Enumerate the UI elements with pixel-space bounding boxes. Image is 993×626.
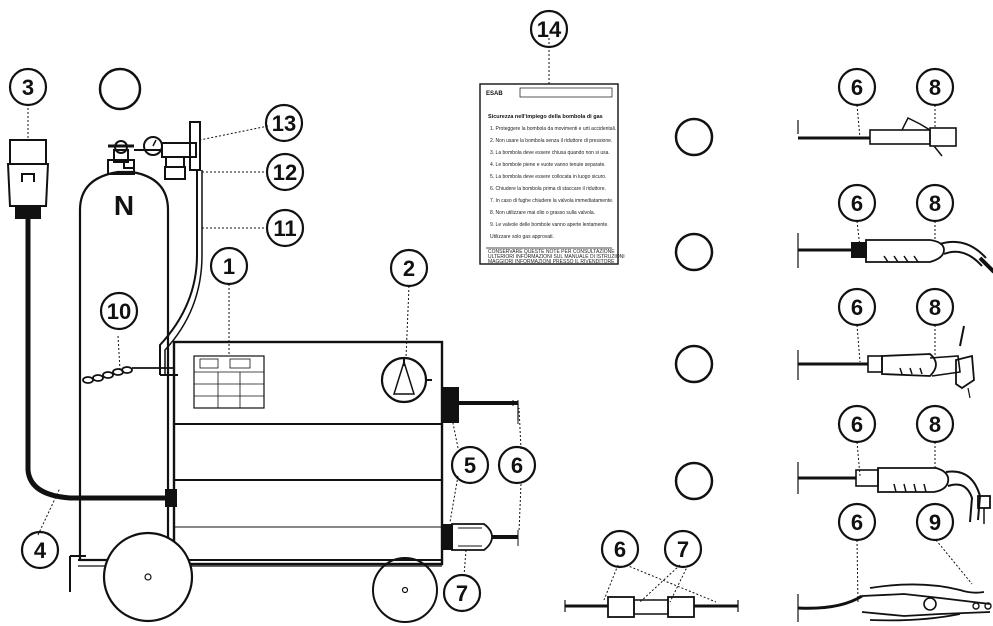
leaflet-item: 2. Non usare la bombola senza il ridutto… [490, 138, 612, 144]
pressure-regulator [123, 121, 201, 180]
callout-11: 11 [273, 216, 296, 241]
callout-2: 2 [403, 256, 415, 281]
callout-14: 14 [537, 17, 562, 42]
electrode-holder [797, 116, 957, 157]
mig-torch-2 [797, 462, 991, 524]
leaflet-logo: ESAB [486, 91, 503, 97]
callout-1: 1 [223, 254, 235, 279]
callout-row1-b: 8 [929, 75, 941, 100]
callout-13: 13 [272, 111, 296, 136]
leaflet-footer: CONSERVARE QUESTE NOTE PER CONSULTAZIONE [488, 249, 615, 255]
blank-symbol-circle [674, 461, 714, 501]
callout-row2-a: 6 [851, 191, 863, 216]
blank-symbol-circle [674, 344, 714, 384]
callout-row5-b: 9 [929, 510, 941, 535]
leaflet-title: Sicurezza nell'impiego della bombola di … [488, 114, 603, 120]
callout-row2-b: 8 [929, 191, 941, 216]
callout-6: 6 [511, 453, 523, 478]
callout-row5-a: 6 [851, 510, 863, 535]
callout-5: 5 [464, 453, 476, 478]
callout-row3-b: 8 [929, 295, 941, 320]
callout-4: 4 [34, 538, 47, 563]
callout-10: 10 [107, 299, 131, 324]
leaflet-item: 6. Chiudere la bombola prima di staccare… [490, 186, 606, 192]
leaflet-item: 9. Le valvole delle bombole vanno aperte… [490, 222, 609, 228]
callout-6-connector: 6 [614, 537, 626, 562]
tig-torch [797, 325, 975, 399]
cable-connector-detail [564, 564, 739, 618]
callout-row4-b: 8 [929, 412, 941, 437]
leaflet-item: 8. Non utilizzare mai olio o grasso sull… [490, 210, 595, 216]
cylinder-chain [82, 366, 175, 384]
output-terminal-top [441, 387, 459, 423]
leaflet-footer: ULTERIORI INFORMAZIONI SUL MANUALE DI IS… [488, 254, 625, 260]
trolley [69, 531, 442, 623]
callout-7-connector: 7 [677, 537, 689, 562]
mains-plug [6, 104, 50, 219]
leaflet-items: 1. Proteggere la bombola da movimenti e … [488, 126, 625, 265]
safety-leaflet [479, 83, 619, 265]
callout-row4-a: 6 [851, 412, 863, 437]
gas-cylinder [78, 140, 170, 562]
blank-symbol-circle [674, 232, 714, 272]
blank-symbol-circle [674, 117, 714, 157]
leaflet-item: 1. Proteggere la bombola da movimenti e … [490, 126, 616, 132]
gas-hose [159, 170, 198, 375]
mig-torch [797, 233, 993, 274]
leaflet-item: 7. In caso di fughe chiudere la valvola … [490, 198, 613, 204]
leaflet-item: Utilizzare solo gas approvati. [490, 234, 554, 240]
blank-symbol-circle [98, 67, 142, 111]
callout-3: 3 [22, 75, 34, 100]
leaflet-item: 4. Le bombole piene e vuote vanno tenute… [490, 162, 606, 168]
power-source [172, 340, 444, 566]
mains-cable [25, 212, 172, 501]
callout-7: 7 [456, 581, 468, 606]
callout-circles [8, 9, 955, 613]
callout-12: 12 [273, 160, 297, 185]
callout-row3-a: 6 [851, 295, 863, 320]
callout-row1-a: 6 [851, 75, 863, 100]
leaflet-item: 3. La bombola deve essere chiusa quando … [490, 150, 610, 156]
cylinder-label: N [114, 190, 134, 221]
leaflet-item: 5. La bombola deve essere collocata in l… [490, 174, 606, 180]
leaflet-footer: MAGGIORI INFORMAZIONI PRESSO IL RIVENDIT… [488, 259, 615, 265]
return-clamp [797, 583, 992, 622]
